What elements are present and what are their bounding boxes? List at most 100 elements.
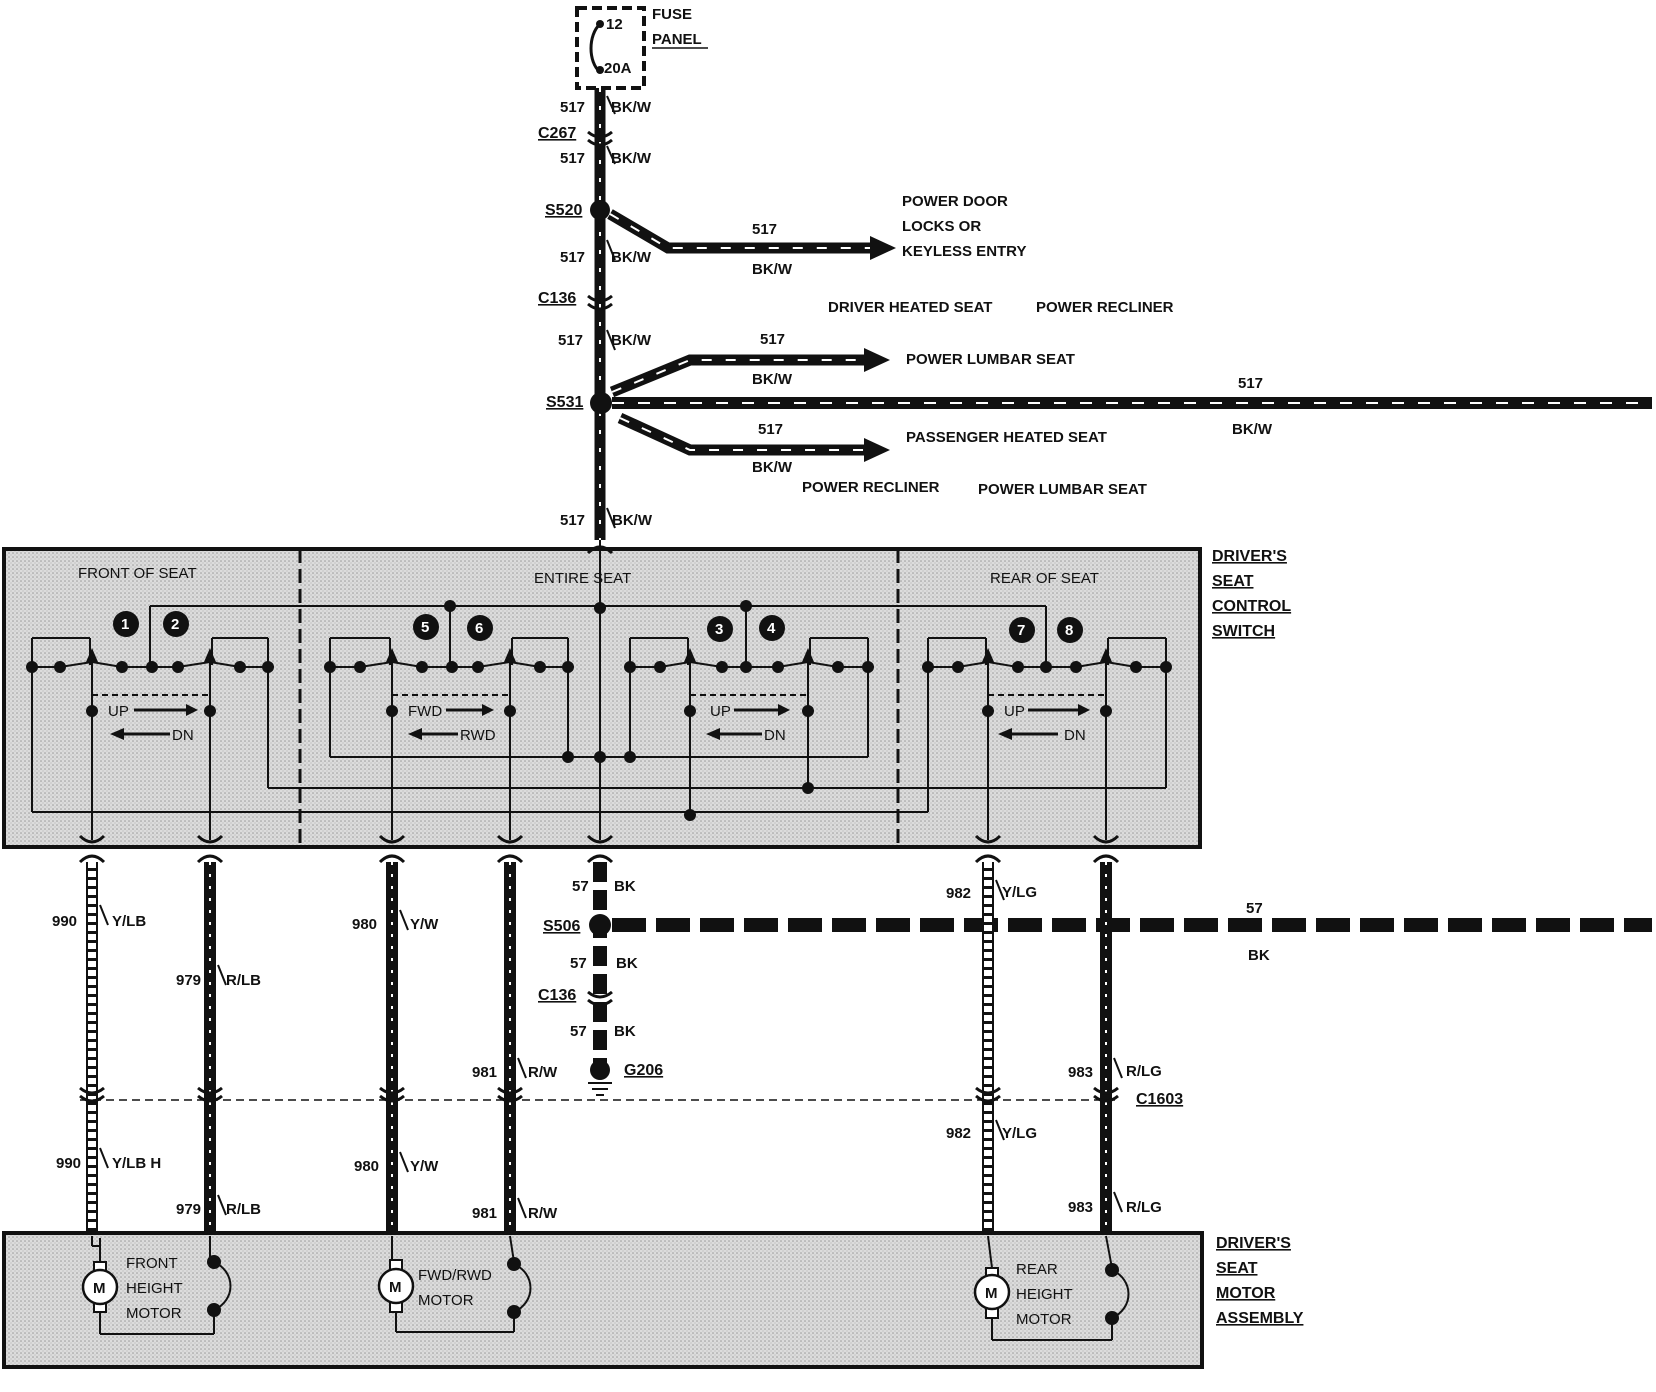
zone-entire: ENTIRE SEAT bbox=[534, 570, 631, 587]
svg-text:LOCKS OR: LOCKS OR bbox=[902, 218, 981, 235]
svg-text:POWER LUMBAR SEAT: POWER LUMBAR SEAT bbox=[906, 351, 1075, 368]
dir-entire-rwd: RWD bbox=[460, 727, 496, 744]
svg-text:POWER DOOR: POWER DOOR bbox=[902, 193, 1008, 210]
contact-5: 5 bbox=[421, 619, 429, 636]
svg-text:BK/W: BK/W bbox=[611, 150, 652, 167]
svg-text:517: 517 bbox=[560, 512, 585, 529]
motor-title-1: DRIVER'S bbox=[1216, 1235, 1291, 1252]
ground-circuit: 57 BK S506 57 BK C136 57 BK G206 57 BK bbox=[538, 854, 1652, 1096]
wire-983-color: R/LG bbox=[1126, 1063, 1162, 1080]
svg-text:POWER RECLINER: POWER RECLINER bbox=[802, 479, 940, 496]
motor-title-3: MOTOR bbox=[1216, 1285, 1276, 1302]
wire-983-lower-color: R/LG bbox=[1126, 1199, 1162, 1216]
gnd-wire-1-num: 57 bbox=[572, 878, 589, 895]
dir-front-dn: DN bbox=[172, 727, 194, 744]
wire-990-num: 990 bbox=[52, 913, 77, 930]
svg-text:KEYLESS ENTRY: KEYLESS ENTRY bbox=[902, 243, 1026, 260]
dir-entire-dn: DN bbox=[764, 727, 786, 744]
svg-text:517: 517 bbox=[752, 221, 777, 238]
svg-text:MOTOR: MOTOR bbox=[126, 1305, 182, 1322]
svg-text:C267: C267 bbox=[538, 125, 576, 142]
svg-text:BK/W: BK/W bbox=[752, 371, 793, 388]
svg-text:517: 517 bbox=[560, 99, 585, 116]
wire-982-lower-color: Y/LG bbox=[1002, 1125, 1037, 1142]
svg-text:POWER RECLINER: POWER RECLINER bbox=[1036, 299, 1174, 316]
svg-text:BK/W: BK/W bbox=[612, 512, 653, 529]
svg-text:517: 517 bbox=[560, 249, 585, 266]
wire-980-lower-color: Y/W bbox=[410, 1158, 439, 1175]
contact-7: 7 bbox=[1017, 622, 1025, 639]
wire-981-lower-num: 981 bbox=[472, 1205, 497, 1222]
wire-983-lower-num: 983 bbox=[1068, 1199, 1093, 1216]
svg-text:517: 517 bbox=[560, 150, 585, 167]
switch-title-4: SWITCH bbox=[1212, 623, 1275, 640]
contact-3: 3 bbox=[715, 621, 723, 638]
svg-text:S531: S531 bbox=[546, 394, 583, 411]
fwd-rwd-motor: M FWD/RWD MOTOR bbox=[377, 1235, 532, 1333]
connector-c136-gnd: C136 bbox=[538, 987, 576, 1004]
contact-6: 6 bbox=[475, 620, 483, 637]
feed-wire bbox=[594, 88, 616, 540]
connector-c136-feed: C136 bbox=[538, 290, 613, 311]
options-top: DRIVER HEATED SEAT POWER RECLINER bbox=[828, 299, 1174, 316]
svg-text:BK/W: BK/W bbox=[611, 99, 652, 116]
fuse-rating: 20A bbox=[604, 60, 632, 77]
gnd-wire-2-color: BK bbox=[616, 955, 638, 972]
svg-text:HEIGHT: HEIGHT bbox=[1016, 1286, 1073, 1303]
svg-text:BK/W: BK/W bbox=[611, 249, 652, 266]
svg-text:PASSENGER HEATED SEAT: PASSENGER HEATED SEAT bbox=[906, 429, 1107, 446]
wire-983-num: 983 bbox=[1068, 1064, 1093, 1081]
svg-text:HEIGHT: HEIGHT bbox=[126, 1280, 183, 1297]
branch-passenger: 517 BK/W PASSENGER HEATED SEAT bbox=[617, 412, 1107, 476]
wire-981-lower-color: R/W bbox=[528, 1205, 558, 1222]
feed-label-4: 517 BK/W bbox=[558, 332, 652, 349]
ground-g206: G206 bbox=[624, 1062, 663, 1079]
svg-text:517: 517 bbox=[558, 332, 583, 349]
motor-wires: C1603 990 Y/LB 979 R/LB 980 Y/W 981 R/W … bbox=[52, 854, 1183, 1235]
fuse-position: 12 bbox=[606, 16, 623, 33]
splice-s531: S531 bbox=[546, 392, 612, 414]
svg-text:POWER LUMBAR SEAT: POWER LUMBAR SEAT bbox=[978, 481, 1147, 498]
gnd-wire-2-num: 57 bbox=[570, 955, 587, 972]
connector-c1603: C1603 bbox=[1136, 1091, 1183, 1108]
svg-text:517: 517 bbox=[1238, 375, 1263, 392]
svg-text:BK/W: BK/W bbox=[1232, 421, 1273, 438]
svg-text:MOTOR: MOTOR bbox=[418, 1292, 474, 1309]
svg-text:MOTOR: MOTOR bbox=[1016, 1311, 1072, 1328]
seat-motor-assembly: M FRONT HEIGHT MOTOR M FWD/RWD MOTOR bbox=[2, 1231, 1304, 1369]
switch-title-1: DRIVER'S bbox=[1212, 548, 1287, 565]
wire-979-lower-color: R/LB bbox=[226, 1201, 261, 1218]
dir-entire-fwd: FWD bbox=[408, 703, 442, 720]
switch-title-3: CONTROL bbox=[1212, 598, 1291, 615]
motor-title-4: ASSEMBLY bbox=[1216, 1310, 1304, 1327]
gnd-wire-1-color: BK bbox=[614, 878, 636, 895]
svg-text:C136: C136 bbox=[538, 290, 576, 307]
front-height-motor: M FRONT HEIGHT MOTOR bbox=[81, 1236, 232, 1335]
svg-text:517: 517 bbox=[758, 421, 783, 438]
wire-979-lower-num: 979 bbox=[176, 1201, 201, 1218]
dir-rear-dn: DN bbox=[1064, 727, 1086, 744]
wire-980-lower-num: 980 bbox=[354, 1158, 379, 1175]
wire-979-color: R/LB bbox=[226, 972, 261, 989]
switch-title-2: SEAT bbox=[1212, 573, 1254, 590]
branch-lumbar: 517 BK/W POWER LUMBAR SEAT bbox=[609, 331, 1075, 398]
feed-label-5: 517 BK/W bbox=[560, 512, 653, 529]
gnd-branch-color: BK bbox=[1248, 947, 1270, 964]
svg-text:DRIVER HEATED SEAT: DRIVER HEATED SEAT bbox=[828, 299, 992, 316]
gnd-wire-3-color: BK bbox=[614, 1023, 636, 1040]
contact-markers: 1 2 5 6 3 4 7 8 bbox=[113, 611, 1083, 643]
branch-continue: 517 BK/W bbox=[612, 375, 1652, 438]
svg-text:FWD/RWD: FWD/RWD bbox=[418, 1267, 492, 1284]
wire-981-num: 981 bbox=[472, 1064, 497, 1081]
fuse-label-2: PANEL bbox=[652, 31, 702, 48]
contact-1: 1 bbox=[121, 616, 129, 633]
branch-door-locks: 517 BK/W POWER DOOR LOCKS OR KEYLESS ENT… bbox=[607, 193, 1026, 278]
zone-front: FRONT OF SEAT bbox=[78, 565, 197, 582]
wire-990-lower-color: Y/LB H bbox=[112, 1155, 161, 1172]
gnd-wire-3-num: 57 bbox=[570, 1023, 587, 1040]
contact-4: 4 bbox=[767, 620, 776, 637]
seat-control-switch: FRONT OF SEAT ENTIRE SEAT REAR OF SEAT bbox=[2, 540, 1291, 849]
svg-text:FRONT: FRONT bbox=[126, 1255, 178, 1272]
wire-982-color: Y/LG bbox=[1002, 884, 1037, 901]
